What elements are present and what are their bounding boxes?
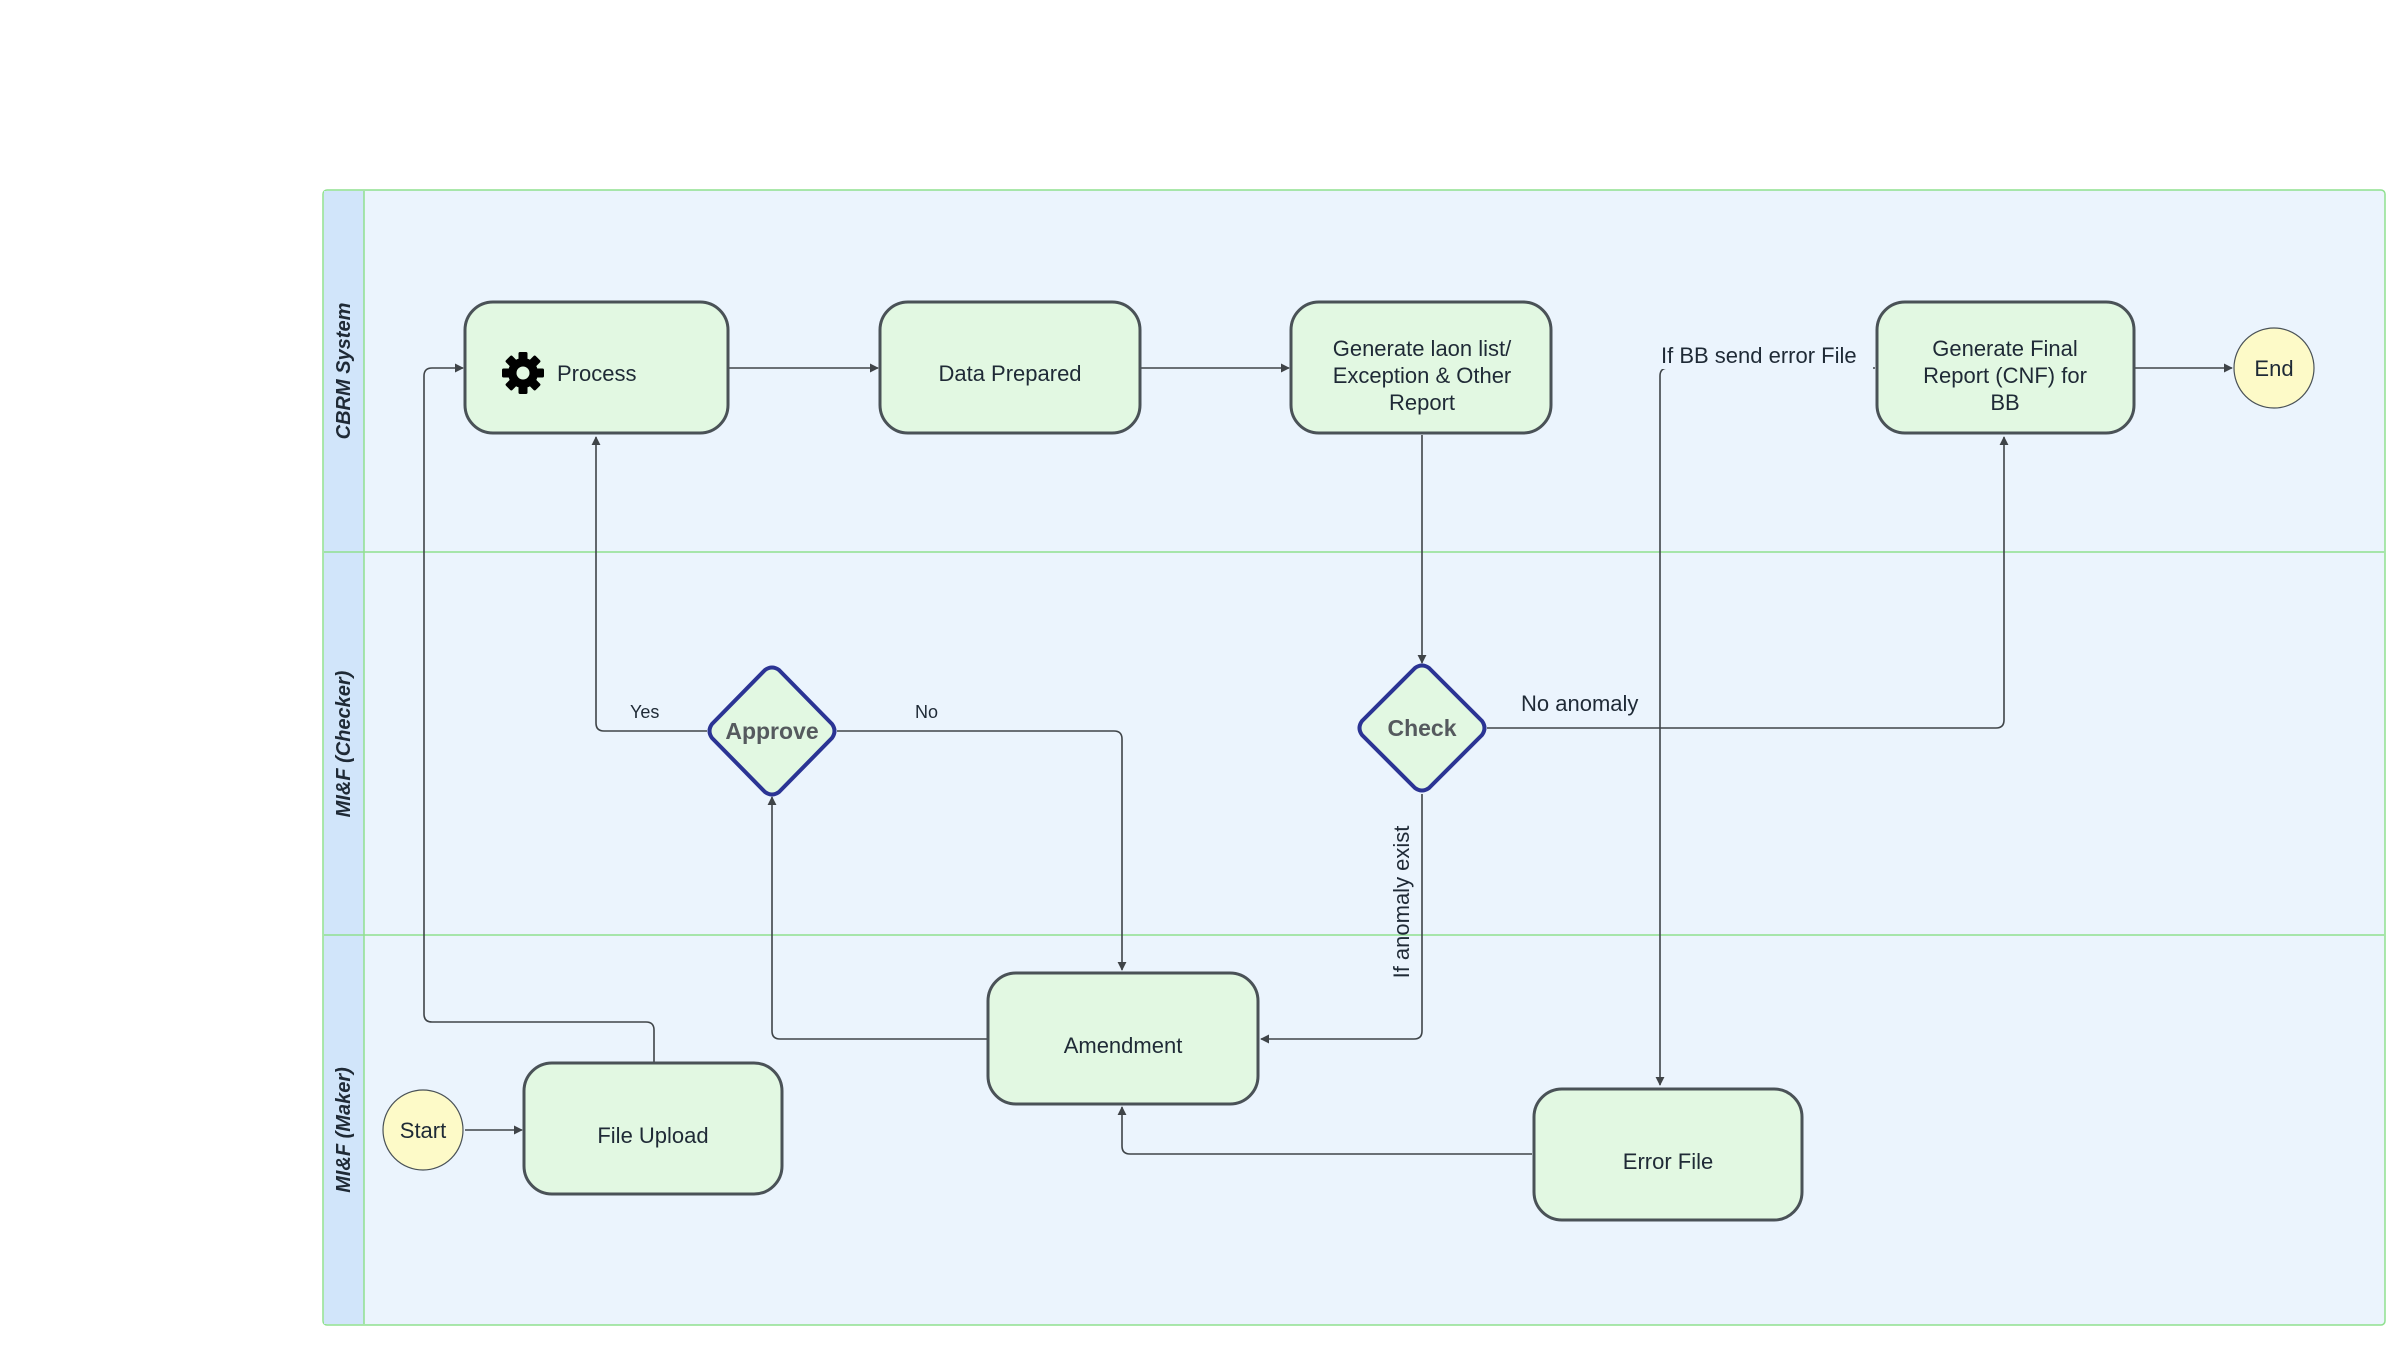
edge-check-to-final-report	[1487, 436, 2009, 729]
approve-gateway[interactable]	[707, 665, 837, 797]
edge-check-to-amendment	[1260, 794, 1423, 1044]
gear-icon	[502, 352, 544, 394]
amendment-task[interactable]	[986, 971, 1260, 1106]
edge-approve-to-process	[591, 436, 707, 732]
generate-list-task[interactable]	[1289, 300, 1553, 435]
data-prepared-label: Data Prepared	[938, 361, 1081, 386]
start-event[interactable]	[382, 1089, 464, 1171]
final-report-task[interactable]	[1875, 300, 2136, 435]
lane-header-column	[324, 191, 364, 1324]
end-event[interactable]	[2233, 327, 2315, 409]
generate-list-label-line-3: Report	[1389, 390, 1455, 415]
final-report-label-line-2: Report (CNF) for	[1923, 363, 2087, 388]
edge-label-yes: Yes	[630, 702, 659, 722]
edge-label-bb-error: If BB send error File	[1661, 343, 1857, 368]
check-gateway[interactable]	[1357, 663, 1487, 793]
final-report-label-line-3: BB	[1990, 390, 2019, 415]
check-label: Check	[1387, 715, 1456, 741]
edge-label-background	[1657, 341, 1873, 369]
lane-label-checker: MI&F (Checker)	[333, 670, 355, 817]
process-label: Process	[557, 361, 636, 386]
final-report-label-line-1: Generate Final	[1932, 336, 2078, 361]
pool	[322, 189, 2386, 1326]
error-file-label: Error File	[1623, 1149, 1713, 1174]
edge-amendment-to-approve	[767, 796, 988, 1040]
edge-label-anomaly-exist: If anomaly exist	[1389, 826, 1414, 979]
edge-label-no-anomaly: No anomaly	[1521, 691, 1638, 716]
file-upload-label: File Upload	[597, 1123, 708, 1148]
lane-label-system: CBRM System	[333, 303, 355, 440]
process-task[interactable]	[463, 300, 730, 435]
generate-list-label-line-2: Exception & Other	[1333, 363, 1512, 388]
data-prepared-task[interactable]	[878, 300, 1142, 435]
file-upload-task[interactable]	[522, 1061, 784, 1196]
end-label: End	[2254, 356, 2293, 381]
generate-list-label-line-1: Generate laon list/	[1333, 336, 1512, 361]
lane-label-maker: MI&F (Maker)	[333, 1067, 355, 1193]
error-file-task[interactable]	[1532, 1087, 1804, 1222]
edge-approve-to-amendment	[837, 730, 1127, 971]
edge-file-upload-to-process	[423, 363, 655, 1062]
start-label: Start	[400, 1118, 446, 1143]
approve-label: Approve	[725, 718, 818, 744]
edge-error-file-to-amendment	[1117, 1106, 1532, 1155]
amendment-label: Amendment	[1064, 1033, 1183, 1058]
edge-label-no: No	[915, 702, 938, 722]
